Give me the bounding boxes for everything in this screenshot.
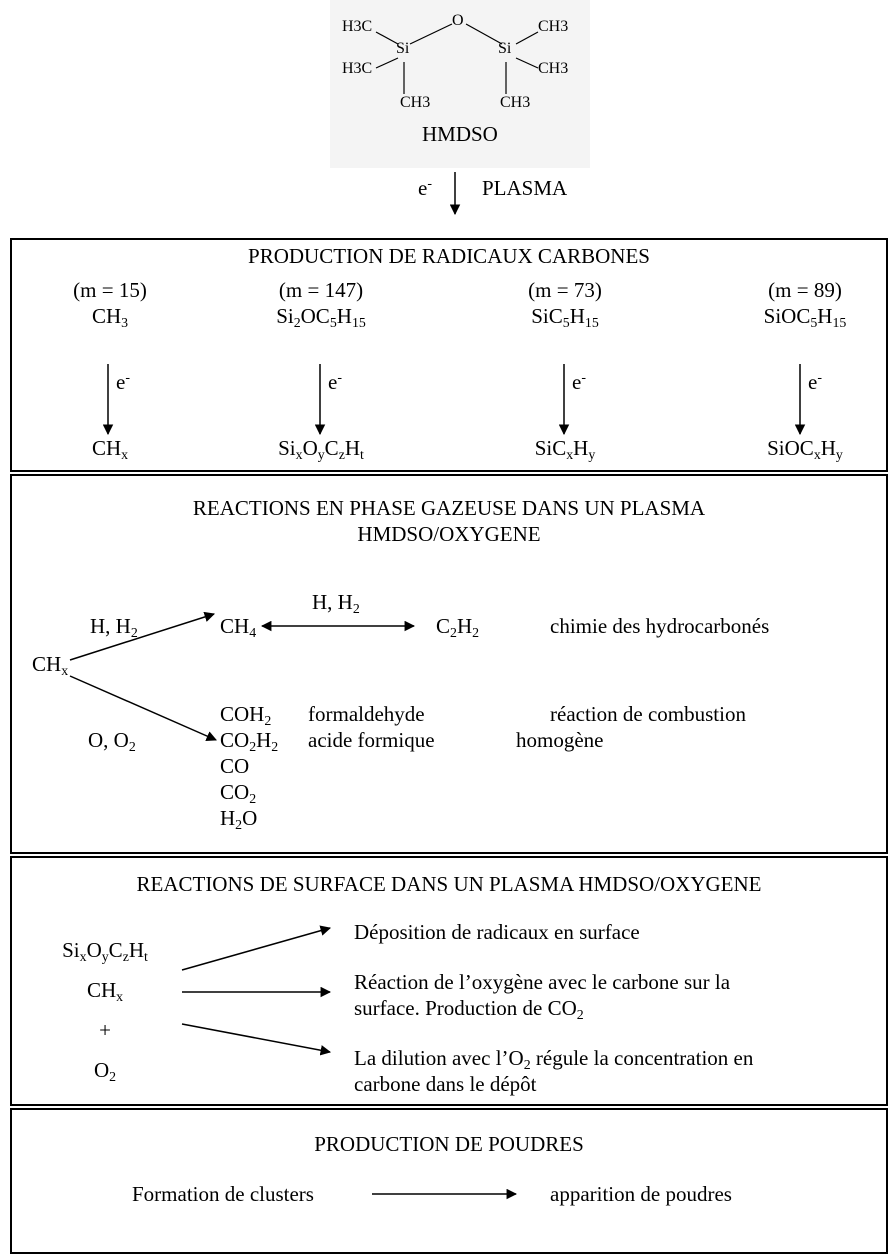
molecule-bonds	[375, 23, 539, 94]
surface-outcome: Réaction de l’oxygène avec le carbone su…	[354, 970, 731, 994]
arrow-to-oxidation-products	[69, 675, 217, 742]
surface-species: O2	[93, 1058, 117, 1084]
electron-label: e-	[572, 369, 586, 394]
hydrocarbon-chemistry-note: chimie des hydrocarbonés	[550, 614, 770, 638]
atom-ch3-top: CH3	[538, 18, 569, 35]
surface-outcome: Déposition de radicaux en surface	[354, 920, 640, 944]
arrow-to-ch4	[69, 611, 216, 661]
product-formula: SiCxHy	[534, 436, 596, 462]
atom-ch3-bottom-left: CH3	[400, 94, 431, 111]
product-formula: CO2	[220, 780, 257, 806]
cluster-formation: Formation de clusters	[132, 1182, 314, 1206]
electron-label: e-	[328, 369, 342, 394]
radical-formula: Si2OC5H15	[276, 304, 366, 330]
combustion-note-line2: homogène	[516, 728, 604, 752]
surface-species: SixOyCzHt	[62, 938, 148, 964]
box-radical-production	[10, 238, 888, 472]
product-formula: H2O	[220, 806, 258, 832]
hmdso-structure: H3C H3C Si O Si CH3 CH3 CH3 CH3 HMDSO	[330, 0, 590, 168]
c2h2-formula: C2H2	[436, 614, 480, 640]
radical-formula: SiC5H15	[531, 304, 599, 330]
product-formula: CO	[220, 754, 250, 778]
combustion-note-line1: réaction de combustion	[550, 702, 746, 726]
ch4-formula: CH4	[220, 614, 257, 640]
mass-label: (m = 147)	[278, 278, 364, 302]
electron-label: e-	[116, 369, 130, 394]
electron-label: e-	[808, 369, 822, 394]
surface-arrow	[181, 925, 332, 971]
atom-si-left: Si	[396, 40, 410, 57]
box2-title-line1: REACTIONS EN PHASE GAZEUSE DANS UN PLASM…	[192, 496, 706, 520]
molecule-name: HMDSO	[422, 122, 498, 146]
chx-reactant: CHx	[32, 652, 69, 678]
atom-h3c-top: H3C	[342, 18, 373, 35]
mass-label: (m = 89)	[768, 278, 842, 302]
mass-label: (m = 73)	[528, 278, 602, 302]
surface-outcome: carbone dans le dépôt	[354, 1072, 537, 1096]
box3-title: REACTIONS DE SURFACE DANS UN PLASMA HMDS…	[136, 872, 762, 896]
exchange-label: H, H2	[312, 590, 360, 616]
upper-path-label: H, H2	[90, 614, 138, 640]
atom-ch3-right: CH3	[538, 60, 569, 77]
box-powder-production	[10, 1108, 888, 1254]
mass-label: (m = 15)	[73, 278, 147, 302]
surface-outcome: La dilution avec l’O2 régule la concentr…	[354, 1046, 754, 1072]
product-name: acide formique	[308, 728, 435, 752]
radical-formula: CH3	[91, 304, 129, 330]
surface-arrow	[181, 1023, 332, 1056]
product-formula: COH2	[220, 702, 272, 728]
box-surface-reactions	[10, 856, 888, 1106]
radical-formula: SiOC5H15	[763, 304, 847, 330]
atom-o: O	[452, 12, 464, 29]
lower-path-label: O, O2	[88, 728, 136, 754]
atom-h3c-bottom: H3C	[342, 60, 373, 77]
atom-ch3-bottom-right: CH3	[500, 94, 531, 111]
powder-appearance: apparition de poudres	[550, 1182, 732, 1206]
box2-title-line2: HMDSO/OXYGENE	[357, 522, 541, 546]
box-gas-phase-reactions	[10, 474, 888, 854]
product-formula: CHx	[91, 436, 129, 462]
surface-outcome: surface. Production de CO2	[354, 996, 584, 1022]
product-formula: CO2H2	[220, 728, 279, 754]
plasma-label: PLASMA	[482, 176, 568, 200]
surface-species: +	[99, 1018, 111, 1042]
product-name: formaldehyde	[308, 702, 425, 726]
box1-title: PRODUCTION DE RADICAUX CARBONES	[248, 244, 650, 268]
box4-title: PRODUCTION DE POUDRES	[314, 1132, 584, 1156]
product-formula: SixOyCzHt	[278, 436, 364, 462]
surface-species: CHx	[86, 978, 124, 1004]
electron-label: e-	[418, 175, 432, 200]
product-formula: SiOCxHy	[767, 436, 843, 462]
